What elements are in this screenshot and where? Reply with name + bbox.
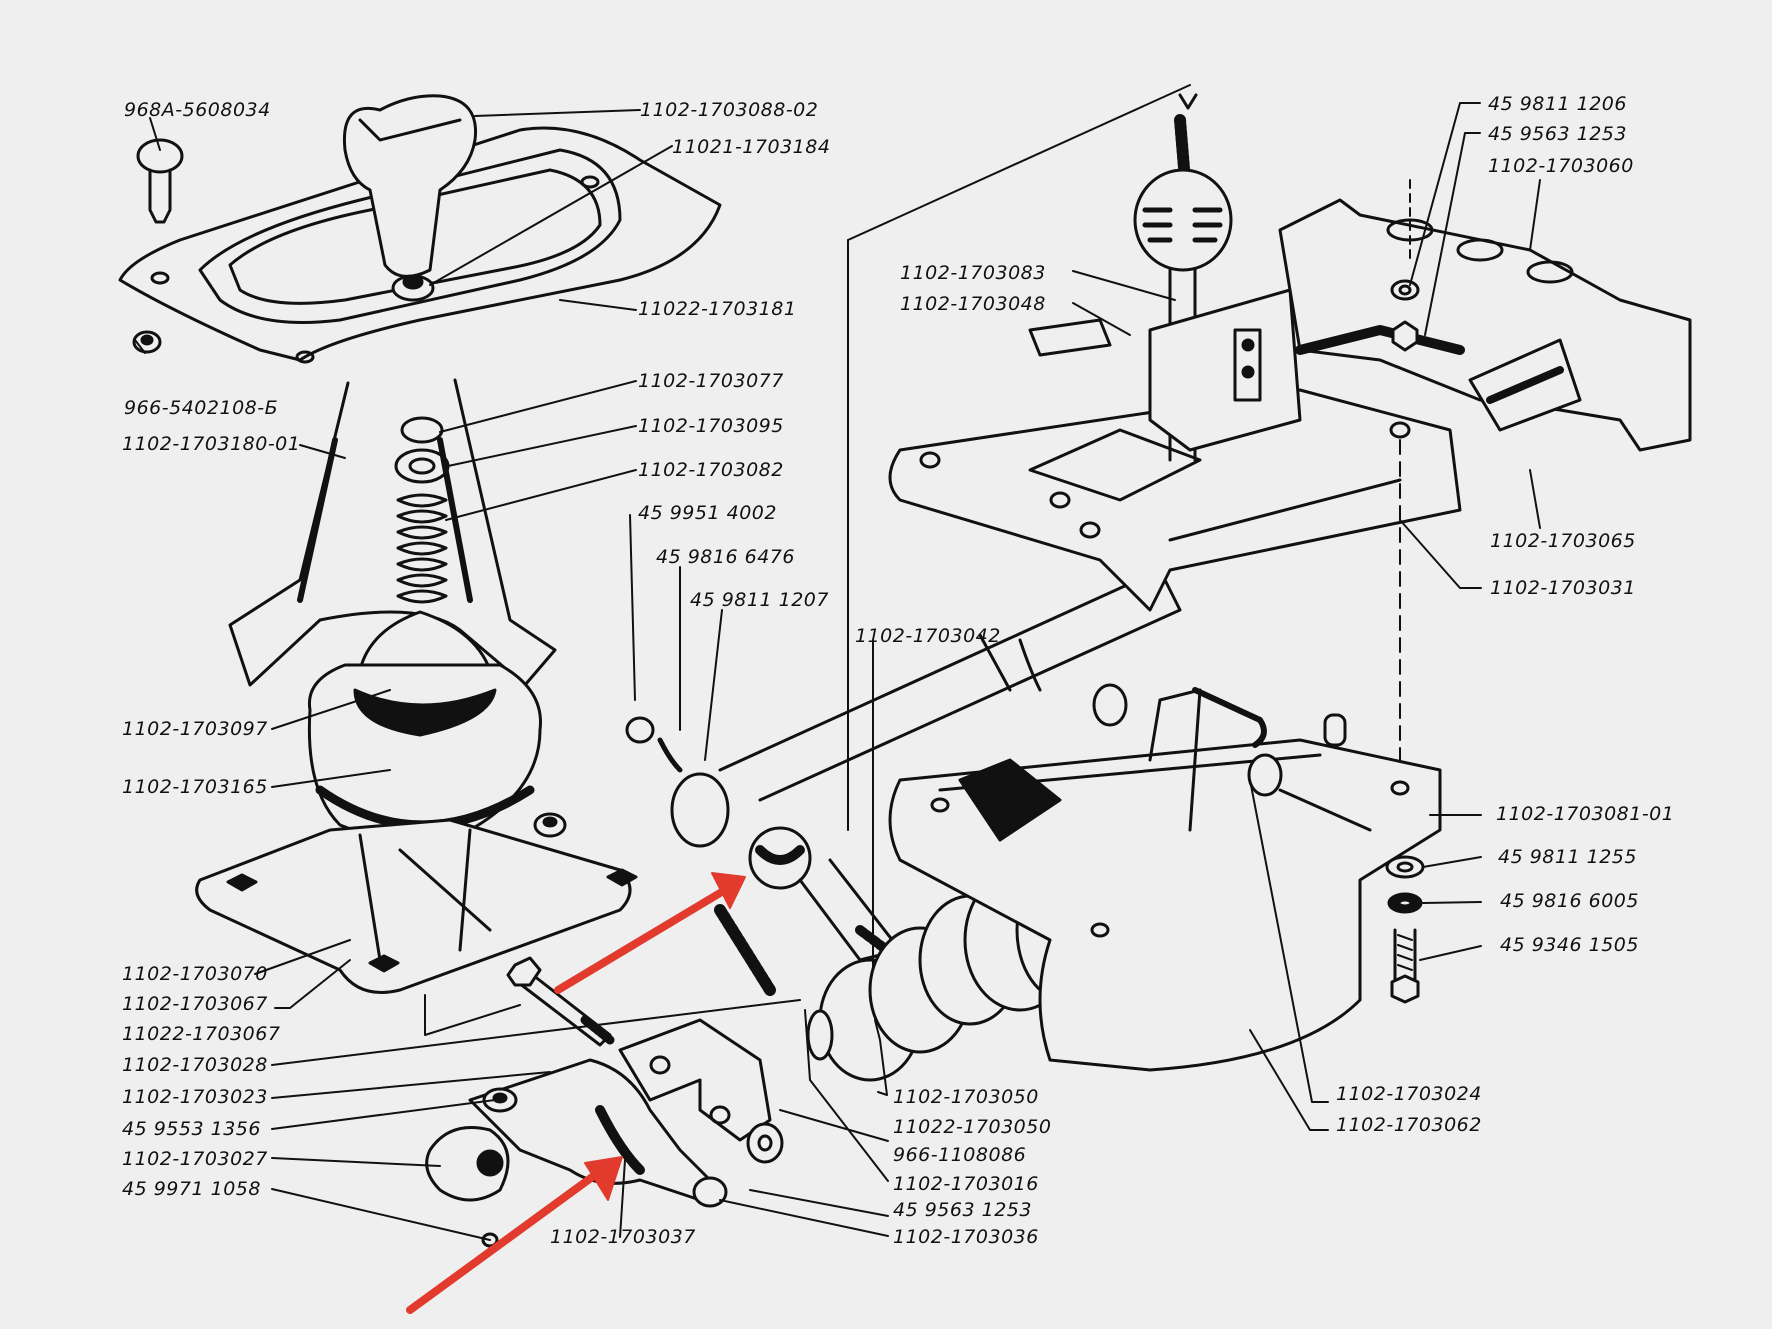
part-label: 1102-1703048 bbox=[900, 293, 1046, 315]
arrow-head-lower bbox=[584, 1156, 623, 1201]
part-label: 1102-1703037 bbox=[550, 1226, 696, 1248]
part-label: 11021-1703184 bbox=[672, 136, 831, 158]
part-label: 1102-1703050 bbox=[893, 1086, 1039, 1108]
part-label: 1102-1703060 bbox=[1488, 155, 1634, 177]
arrow-to-bushing-lower bbox=[406, 1171, 599, 1314]
nut-966 bbox=[132, 330, 162, 354]
part-label: 1102-1703095 bbox=[638, 415, 784, 437]
part-label: 1102-1703180-01 bbox=[122, 433, 301, 455]
part-label: 45 9811 1206 bbox=[1488, 93, 1627, 115]
part-label: 45 9563 1253 bbox=[1488, 123, 1627, 145]
part-label: 968A-5608034 bbox=[124, 99, 271, 121]
part-label: 1102-1703070 bbox=[122, 963, 268, 985]
rod-end-lower bbox=[425, 1058, 728, 1248]
connecting-rod bbox=[625, 568, 1182, 890]
assembly-reference-lines bbox=[424, 84, 1191, 1036]
arrow-head-upper bbox=[711, 872, 746, 909]
part-label: 11022-1703050 bbox=[893, 1116, 1052, 1138]
part-label: 45 9816 6476 bbox=[656, 546, 795, 568]
part-label: 966-1108086 bbox=[893, 1144, 1027, 1166]
highlight-arrows bbox=[406, 872, 746, 1314]
rail-guide bbox=[1278, 179, 1692, 761]
upper-lever bbox=[1028, 93, 1302, 462]
part-label: 1102-1703088-02 bbox=[640, 99, 819, 121]
part-label: 966-5402108-Б bbox=[124, 397, 279, 419]
part-label: 1102-1703031 bbox=[1490, 577, 1636, 599]
part-label: 1102-1703083 bbox=[900, 262, 1046, 284]
screw-968a bbox=[136, 138, 184, 224]
part-label: 1102-1703065 bbox=[1490, 530, 1636, 552]
small-spring bbox=[714, 904, 776, 996]
ball-housing bbox=[307, 610, 542, 841]
part-label: 1102-1703077 bbox=[638, 370, 784, 392]
part-label: 45 9951 4002 bbox=[638, 502, 777, 524]
part-label: 1102-1703016 bbox=[893, 1173, 1039, 1195]
part-label: 1102-1703097 bbox=[122, 718, 268, 740]
part-label: 45 9346 1505 bbox=[1500, 934, 1639, 956]
part-label: 1102-1703027 bbox=[122, 1148, 268, 1170]
shift-knob bbox=[342, 94, 478, 302]
part-label: 45 9971 1058 bbox=[122, 1178, 261, 1200]
part-label: 1102-1703081-01 bbox=[1496, 803, 1675, 825]
spring-stack bbox=[394, 416, 450, 604]
part-label: 1102-1703024 bbox=[1336, 1083, 1482, 1105]
part-label: 1102-1703067 bbox=[122, 993, 268, 1015]
lower-bracket bbox=[618, 1018, 784, 1164]
part-label: 11022-1703067 bbox=[122, 1023, 281, 1045]
part-label: 45 9553 1356 bbox=[122, 1118, 261, 1140]
part-label: 1102-1703082 bbox=[638, 459, 784, 481]
part-label: 11022-1703181 bbox=[638, 298, 797, 320]
leader-lines bbox=[134, 102, 1541, 1241]
part-label: 1102-1703028 bbox=[122, 1054, 268, 1076]
part-label: 45 9816 6005 bbox=[1500, 890, 1639, 912]
part-label: 45 9563 1253 bbox=[893, 1199, 1032, 1221]
part-label: 1102-1703042 bbox=[855, 625, 1001, 647]
part-label: 1102-1703165 bbox=[122, 776, 268, 798]
right-fasteners bbox=[1385, 855, 1425, 1004]
part-label: 45 9811 1207 bbox=[690, 589, 829, 611]
part-label: 1102-1703036 bbox=[893, 1226, 1039, 1248]
selector-bracket bbox=[888, 388, 1462, 612]
part-label: 1102-1703062 bbox=[1336, 1114, 1482, 1136]
base-plate bbox=[195, 812, 638, 994]
gearbox-housing bbox=[888, 683, 1442, 1072]
bolt bbox=[506, 956, 615, 1047]
part-label: 45 9811 1255 bbox=[1498, 846, 1637, 868]
arrow-to-bushing-upper bbox=[554, 889, 724, 994]
part-label: 1102-1703023 bbox=[122, 1086, 268, 1108]
